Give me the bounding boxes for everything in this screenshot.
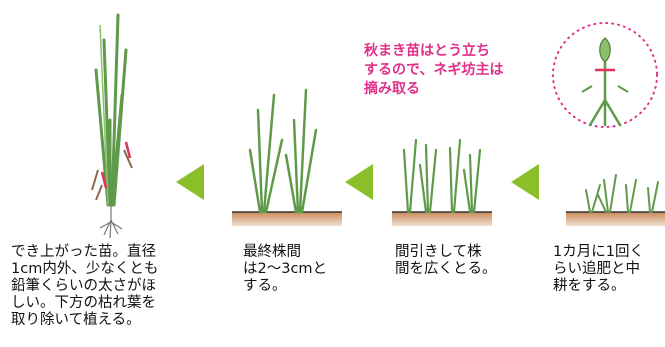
caption-line: 鉛筆くらいの太さがほ (11, 278, 156, 294)
soil-bed (392, 212, 492, 226)
bolting-inset-illustration (552, 22, 658, 128)
monthly-care-illustration (566, 174, 665, 226)
caption-line: でき上がった苗。直径 (11, 244, 156, 260)
arrow-left-icon (176, 164, 204, 200)
caption-line: 間引きして株 (395, 244, 482, 260)
bolting-note: 秋まき苗はとう立ち するので、ネギ坊主は 摘み取る (364, 42, 503, 99)
caption-final-spacing: 最終株間 は2〜3cmと する。 (243, 244, 327, 295)
arrow-left-icon (511, 164, 539, 200)
caption-finished: でき上がった苗。直径 1cm内外、少なくとも 鉛筆くらいの太さがほ しい。下方の… (11, 244, 158, 329)
final-spacing-illustration (232, 88, 342, 226)
caption-line: らい追肥と中 (553, 261, 640, 277)
arrow-left-icon (345, 164, 373, 200)
scape-bud-icon (599, 37, 611, 63)
caption-line: 間を広くとる。 (395, 261, 497, 277)
caption-line: する。 (243, 278, 287, 294)
soil-bed (566, 212, 665, 226)
cut-mark-icon (100, 141, 132, 189)
caption-line: 1カ月に1回く (553, 244, 644, 260)
caption-line: 1cm内外、少なくとも (11, 261, 159, 277)
caption-thinning: 間引きして株 間を広くとる。 (395, 244, 497, 278)
caption-monthly: 1カ月に1回く らい追肥と中 耕をする。 (553, 244, 644, 295)
soil-bed (232, 212, 342, 226)
caption-line: は2〜3cmと (243, 261, 328, 277)
caption-line: 最終株間 (243, 244, 301, 260)
note-line: するので、ネギ坊主は (364, 62, 504, 78)
note-line: 摘み取る (364, 81, 420, 97)
caption-line: 耕をする。 (553, 278, 626, 294)
caption-line: しい。下方の枯れ葉を (11, 295, 156, 311)
note-line: 秋まき苗はとう立ち (364, 43, 490, 59)
finished-seedling-illustration (91, 13, 133, 239)
thinning-illustration (392, 138, 492, 226)
caption-line: 取り除いて植える。 (11, 312, 141, 328)
